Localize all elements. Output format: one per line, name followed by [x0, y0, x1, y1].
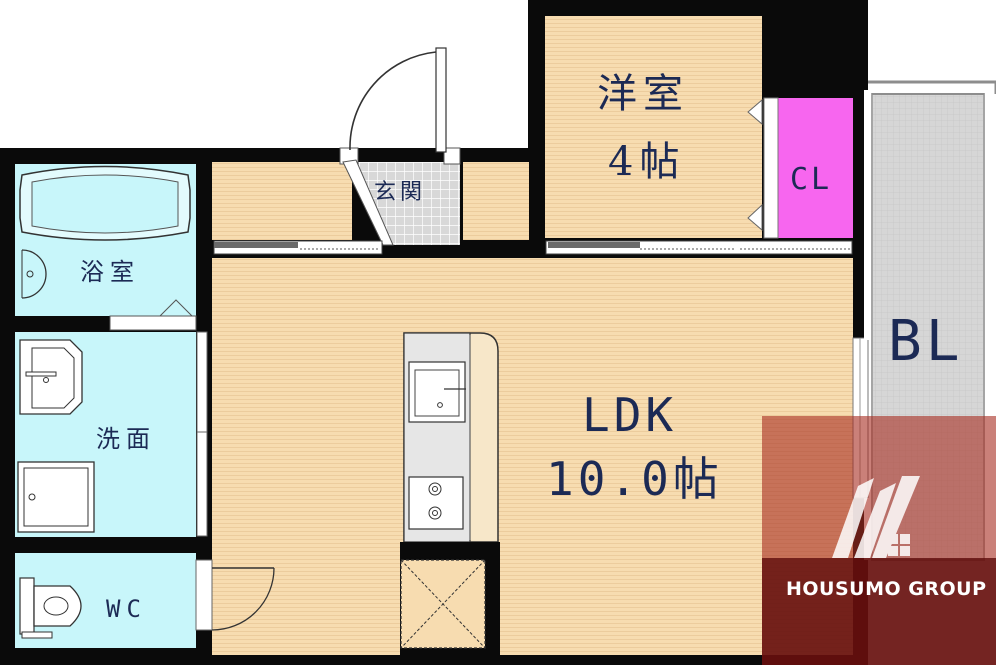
entrance-name: 玄関 — [374, 180, 427, 205]
sink — [408, 361, 466, 423]
western-room-size: 4帖 — [608, 139, 686, 185]
entrance — [339, 47, 461, 246]
balcony-name: BL — [888, 309, 964, 374]
closet-name: CL — [790, 162, 833, 197]
housumo-logo — [762, 416, 996, 665]
washroom-name: 洗面 — [96, 425, 156, 453]
housumo-logo-mark — [762, 416, 996, 665]
stove — [408, 476, 464, 530]
ldk-size: 10.0帖 — [546, 452, 723, 506]
western-room-name: 洋室 — [597, 71, 689, 117]
ldk — [212, 258, 869, 655]
kitchen — [400, 332, 500, 655]
bath-name: 浴室 — [80, 258, 140, 286]
western-room — [545, 16, 763, 238]
fridge-space — [400, 559, 486, 649]
closet — [763, 97, 853, 239]
hall — [212, 162, 529, 240]
toilet — [15, 553, 275, 648]
washroom — [15, 331, 208, 537]
toilet-name: WC — [106, 595, 147, 623]
bath — [15, 164, 197, 331]
thresholds — [213, 240, 853, 255]
ldk-name: LDK — [582, 388, 678, 442]
housumo-brand-text: HOUSUMO GROUP — [786, 578, 987, 600]
